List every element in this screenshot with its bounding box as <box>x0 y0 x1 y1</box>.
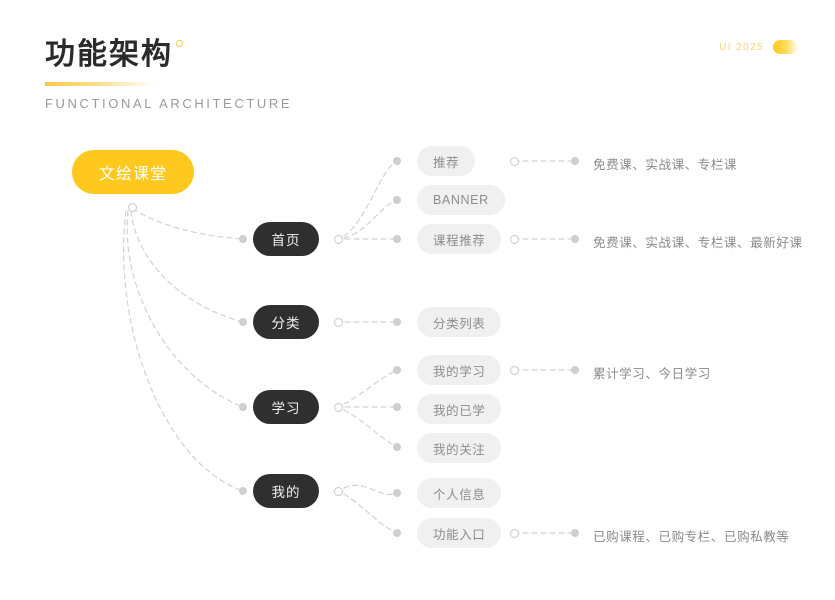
leaf-node-recommend[interactable]: 推荐 <box>417 146 476 176</box>
branch-node-home[interactable]: 首页 <box>253 222 319 256</box>
title-underline-divider <box>45 82 155 86</box>
branch-category-connector-hub <box>334 318 343 327</box>
corner-badge: UI 2025 <box>719 40 797 54</box>
detail-course-recommend-dot <box>571 235 579 243</box>
leaf-node-course-recommend[interactable]: 课程推荐 <box>417 224 502 254</box>
leaf-category-list-inbound-dot <box>393 318 401 326</box>
page-subtitle-en: FUNCTIONAL ARCHITECTURE <box>45 96 293 111</box>
corner-badge-pill-icon <box>773 40 797 54</box>
detail-text-recommend: 免费课、实战课、专栏课 <box>593 158 738 172</box>
leaf-node-my-learned[interactable]: 我的已学 <box>417 394 502 424</box>
leaf-node-personal-info-label: 个人信息 <box>433 487 486 502</box>
branch-study-connector-hub <box>334 403 343 412</box>
leaf-recommend-connector-hub <box>510 157 519 166</box>
page-title-cn: 功能架构 <box>45 38 173 71</box>
root-node-label: 文绘课堂 <box>98 166 167 183</box>
leaf-node-personal-info[interactable]: 个人信息 <box>417 478 502 508</box>
leaf-my-study-connector-hub <box>510 366 519 375</box>
title-accent-dot-icon <box>176 40 183 47</box>
leaf-my-follow-inbound-dot <box>393 443 401 451</box>
branch-mine-connector-hub <box>334 487 343 496</box>
leaf-banner-inbound-dot <box>393 196 401 204</box>
detail-my-study-dot <box>571 366 579 374</box>
leaf-node-feature-entry[interactable]: 功能入口 <box>417 518 502 548</box>
branch-category-inbound-dot <box>239 318 247 326</box>
leaf-feature-entry-inbound-dot <box>393 529 401 537</box>
detail-text-course-recommend: 免费课、实战课、专栏课、最新好课 <box>593 236 803 250</box>
branch-node-study-label: 学习 <box>271 401 301 416</box>
leaf-node-my-learned-label: 我的已学 <box>433 403 486 418</box>
leaf-course-recommend-connector-hub <box>510 235 519 244</box>
branch-node-study[interactable]: 学习 <box>253 390 319 424</box>
leaf-node-course-recommend-label: 课程推荐 <box>433 233 486 248</box>
branch-node-home-label: 首页 <box>271 233 301 248</box>
branch-node-category[interactable]: 分类 <box>253 305 319 339</box>
branch-node-mine-label: 我的 <box>271 485 301 500</box>
leaf-recommend-inbound-dot <box>393 157 401 165</box>
branch-home-inbound-dot <box>239 235 247 243</box>
branch-study-inbound-dot <box>239 403 247 411</box>
leaf-node-feature-entry-label: 功能入口 <box>433 527 486 542</box>
leaf-my-study-inbound-dot <box>393 366 401 374</box>
leaf-my-learned-inbound-dot <box>393 403 401 411</box>
leaf-node-my-study[interactable]: 我的学习 <box>417 355 502 385</box>
leaf-node-category-list-label: 分类列表 <box>433 316 486 331</box>
leaf-node-category-list[interactable]: 分类列表 <box>417 307 502 337</box>
leaf-node-banner-label: BANNER <box>433 193 489 207</box>
root-node-wenhui-classroom[interactable]: 文绘课堂 <box>72 150 194 194</box>
branch-mine-inbound-dot <box>239 487 247 495</box>
branch-home-connector-hub <box>334 235 343 244</box>
detail-text-my-study: 累计学习、今日学习 <box>593 367 711 381</box>
corner-badge-label: UI 2025 <box>719 41 764 53</box>
page-title: 功能架构 <box>45 36 292 74</box>
detail-recommend-dot <box>571 157 579 165</box>
leaf-node-banner[interactable]: BANNER <box>417 185 505 215</box>
page-header: 功能架构 FUNCTIONAL ARCHITECTURE <box>45 36 292 111</box>
leaf-feature-entry-connector-hub <box>510 529 519 538</box>
leaf-node-recommend-label: 推荐 <box>433 155 460 170</box>
leaf-node-my-follow[interactable]: 我的关注 <box>417 433 502 463</box>
root-connector-hub <box>128 203 137 212</box>
branch-node-mine[interactable]: 我的 <box>253 474 319 508</box>
leaf-personal-info-inbound-dot <box>393 489 401 497</box>
detail-feature-entry-dot <box>571 529 579 537</box>
leaf-course-recommend-inbound-dot <box>393 235 401 243</box>
detail-text-feature-entry: 已购课程、已购专栏、已购私教等 <box>593 530 790 544</box>
leaf-node-my-follow-label: 我的关注 <box>433 442 486 457</box>
leaf-node-my-study-label: 我的学习 <box>433 364 486 379</box>
branch-node-category-label: 分类 <box>271 316 301 331</box>
